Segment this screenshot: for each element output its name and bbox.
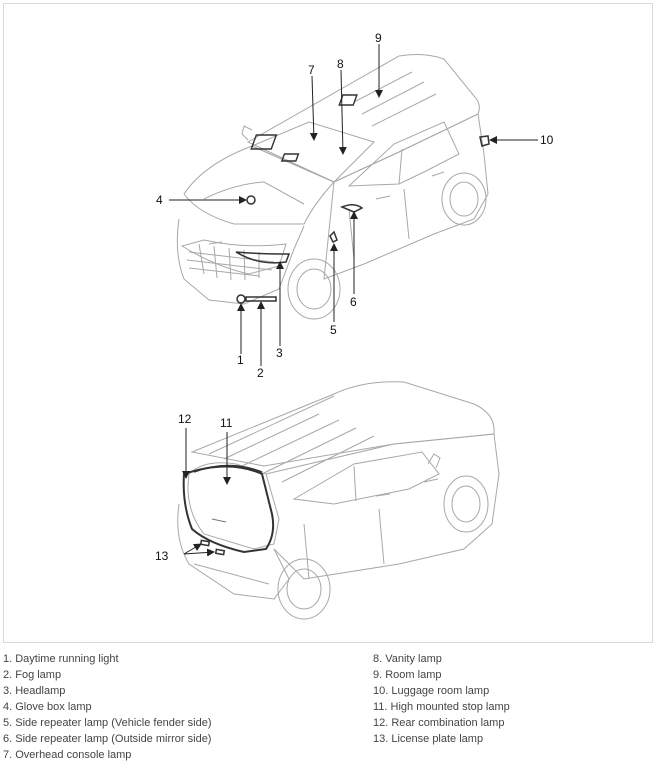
rear-car-outline [177, 381, 500, 620]
callout-numbers: 1 2 3 4 5 6 7 8 9 10 11 12 13 [155, 31, 554, 563]
legend-item: 9. Room lamp [373, 669, 442, 681]
legend-item: 5. Side repeater lamp (Vehicle fender si… [3, 717, 212, 729]
overhead-console-shape [250, 134, 278, 150]
legend-item: 4. Glove box lamp [3, 701, 92, 713]
headlamp-shape [235, 251, 291, 264]
front-car-outline [176, 54, 489, 320]
callout-8: 8 [337, 57, 344, 71]
legend-item: 1. Daytime running light [3, 653, 119, 665]
callout-7: 7 [308, 63, 315, 77]
legend-item: 12. Rear combination lamp [373, 717, 505, 729]
front-car-lamps [235, 94, 490, 304]
rear-callout-lines [182, 428, 231, 557]
callout-10: 10 [540, 133, 554, 147]
lamp-location-figure: 1 2 3 4 5 6 7 8 9 10 11 12 13 [3, 3, 653, 643]
callout-5: 5 [330, 323, 337, 337]
callout-3: 3 [276, 346, 283, 360]
legend-left-column: 1. Daytime running light 2. Fog lamp 3. … [3, 651, 212, 763]
high-mounted-stop-shape [193, 464, 263, 473]
license-lamp-left [199, 539, 211, 547]
rear-logo [211, 518, 227, 523]
legend-item: 6. Side repeater lamp (Outside mirror si… [3, 733, 212, 745]
legend-item: 11. High mounted stop lamp [373, 701, 510, 713]
legend-item: 10. Luggage room lamp [373, 685, 490, 697]
legend-item: 8. Vanity lamp [373, 653, 442, 665]
fender-repeater-shape [329, 230, 338, 244]
legend-right-column: 8. Vanity lamp 9. Room lamp 10. Luggage … [373, 651, 510, 747]
callout-13: 13 [155, 549, 169, 563]
callout-9: 9 [375, 31, 382, 45]
legend-item: 13. License plate lamp [373, 733, 484, 745]
vanity-lamp-shape [280, 153, 300, 162]
license-lamp-right [214, 548, 226, 556]
vehicle-diagram: 1 2 3 4 5 6 7 8 9 10 11 12 13 [155, 31, 554, 620]
legend-item: 7. Overhead console lamp [3, 749, 132, 761]
rear-combination-lamp-shape [182, 465, 275, 554]
glove-box-lamp-shape [246, 195, 256, 205]
drl-shape [245, 296, 277, 302]
room-lamp-shape [338, 94, 358, 106]
luggage-lamp-shape [479, 135, 490, 147]
callout-2: 2 [257, 366, 264, 380]
callout-12: 12 [178, 412, 192, 426]
callout-6: 6 [350, 295, 357, 309]
legend-item: 3. Headlamp [3, 685, 66, 697]
rear-car-lamps [182, 464, 275, 556]
callout-4: 4 [156, 193, 163, 207]
mirror-repeater-shape [340, 204, 364, 213]
fog-lamp-shape [236, 294, 246, 304]
callout-1: 1 [237, 353, 244, 367]
callout-11: 11 [220, 416, 233, 430]
front-callout-lines [169, 44, 538, 366]
legend-item: 2. Fog lamp [3, 669, 62, 681]
